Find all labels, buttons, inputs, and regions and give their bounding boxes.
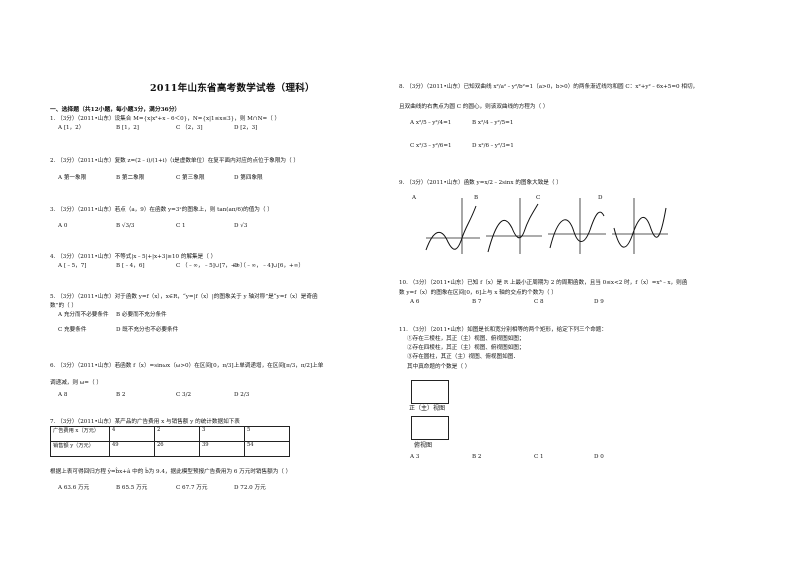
q4-option-d[interactable]: D （﹣∞，﹣4]∪[6，+∞） <box>234 263 305 269</box>
q11-option-a[interactable]: A 3 <box>410 454 420 460</box>
q5-option-c[interactable]: C 充要条件 <box>58 327 87 333</box>
front-view-label: 正（主）视图 <box>409 405 446 412</box>
q8-option-c[interactable]: C x²/3﹣y²/6=1 <box>410 143 452 149</box>
question-5-cont: 数”的（ ） <box>50 303 78 309</box>
q9-option-c[interactable]: C <box>536 195 541 201</box>
q11-statement-3: ③存在圆柱，其正（主）视图、俯视图如图． <box>407 354 519 360</box>
table-cell: 5 <box>244 426 290 442</box>
q11-option-c[interactable]: C 1 <box>534 454 544 460</box>
q10-option-c[interactable]: C 8 <box>534 299 544 305</box>
question-10: 10. （3分）（2011•山东）已知 f（x）是 R 上最小正周期为 2 的周… <box>399 280 688 286</box>
q11-statement-1: ①存在三棱柱，其正（主）视图、俯视图如图； <box>407 336 525 342</box>
q11-option-d[interactable]: D 0 <box>594 454 604 460</box>
q2-option-b[interactable]: B 第二象限 <box>116 175 145 181</box>
q9-graph-d <box>612 198 668 254</box>
q5-option-a[interactable]: A 充分而不必要条件 <box>58 312 109 318</box>
question-5: 5. （3分）（2011•山东）对于函数 y=f（x），x∈R，“y=|f（x）… <box>50 294 318 300</box>
q6-option-c[interactable]: C 3/2 <box>176 392 192 398</box>
q10-option-a[interactable]: A 6 <box>410 299 420 305</box>
q1-option-b[interactable]: B [1，2] <box>116 125 139 131</box>
question-1: 1. （3分）（2011•山东）设集合 M={x|x²+x﹣6＜0}，N={x|… <box>50 116 281 122</box>
q8-option-a[interactable]: A x²/5﹣y²/4=1 <box>410 120 452 126</box>
table-cell: 54 <box>244 441 290 457</box>
q8-option-d[interactable]: D x²/6﹣y²/3=1 <box>472 143 514 149</box>
q2-option-a[interactable]: A 第一象限 <box>58 175 87 181</box>
question-11: 11. （3分）（2011•山东）如图是长和宽分别相等的两个矩形，给定下列三个命… <box>399 327 607 333</box>
q9-option-b[interactable]: B <box>474 195 479 201</box>
table-row: 销售额 y（万元） 49 26 39 54 <box>50 441 290 457</box>
table-cell: 26 <box>154 441 200 457</box>
q6-option-b[interactable]: B 2 <box>116 392 126 398</box>
q1-option-c[interactable]: C （2，3] <box>176 125 203 131</box>
question-8-cont: 且双曲线的右焦点为圆 C 的圆心，则该双曲线的方程为（ ） <box>399 104 549 110</box>
question-6: 6. （3分）（2011•山东）若函数 f（x）=sinωx（ω>0）在区间[0… <box>50 363 324 369</box>
question-8: 8. （3分）（2011•山东）已知双曲线 x²/a²﹣y²/b²=1（a>0，… <box>399 84 699 90</box>
q7-option-a[interactable]: A 63.6 万元 <box>58 485 90 491</box>
question-4: 4. （3分）（2011•山东）不等式|x﹣5|+|x+3|≥10 的解集是（ … <box>50 254 217 260</box>
q3-option-b[interactable]: B √3/3 <box>116 223 135 229</box>
q9-option-d[interactable]: D <box>598 195 603 201</box>
top-view-rectangle <box>411 416 449 440</box>
q7-option-b[interactable]: B 65.5 万元 <box>116 485 148 491</box>
q9-option-a[interactable]: A <box>412 195 417 201</box>
q4-option-b[interactable]: B [﹣4，6] <box>116 263 145 269</box>
q6-option-d[interactable]: D 2/3 <box>234 392 250 398</box>
q9-graph-b <box>486 198 542 254</box>
q11-option-b[interactable]: B 2 <box>472 454 482 460</box>
q8-option-b[interactable]: B x²/4﹣y²/5=1 <box>472 120 514 126</box>
q7-option-c[interactable]: C 67.7 万元 <box>176 485 208 491</box>
q10-option-d[interactable]: D 9 <box>594 299 604 305</box>
front-view-rectangle <box>411 380 449 404</box>
q5-option-d[interactable]: D 既不充分也不必要条件 <box>116 327 179 333</box>
q3-option-d[interactable]: D √3 <box>234 223 248 229</box>
q3-option-a[interactable]: A 0 <box>58 223 68 229</box>
q7-option-d[interactable]: D 72.0 万元 <box>234 485 266 491</box>
question-6-cont: 调递减，则 ω=（ ） <box>50 380 102 386</box>
table-cell: 4 <box>109 426 155 442</box>
q2-option-c[interactable]: C 第三象限 <box>176 175 205 181</box>
ad-sales-table: 广告费用 x（万元） 4 2 3 5 销售额 y（万元） 49 26 39 54 <box>50 426 290 457</box>
question-10-cont: 数 y=f（x）的图象在区间[0，6]上与 x 轴的交点的个数为（ ） <box>399 290 557 296</box>
page-title: 2011年山东省高考数学试卷（理科） <box>150 83 315 94</box>
table-row: 广告费用 x（万元） 4 2 3 5 <box>50 426 290 442</box>
table-cell: 销售额 y（万元） <box>50 441 110 457</box>
q9-graphs <box>425 198 668 254</box>
q11-statement-2: ②存在四棱柱，其正（主）视图、俯视图如图； <box>407 345 525 351</box>
q2-option-d[interactable]: D 第四象限 <box>234 175 263 181</box>
q6-option-a[interactable]: A 8 <box>58 392 68 398</box>
q4-option-c[interactable]: C （﹣∞，﹣5]∪[7，+∞） <box>176 263 246 269</box>
q4-option-a[interactable]: A [﹣5，7] <box>58 263 87 269</box>
q10-option-b[interactable]: B 7 <box>472 299 482 305</box>
question-7-cont: 根据上表可得回归方程 ŷ=b̂x+â 中的 b̂为 9.4，据此模型预报广告费用… <box>50 469 292 475</box>
top-view-label: 俯视图 <box>414 442 433 449</box>
table-cell: 广告费用 x（万元） <box>50 426 110 442</box>
question-11-cont: 其中真命题的个数是（ ） <box>407 364 471 370</box>
q1-option-a[interactable]: A [1，2） <box>58 125 85 131</box>
q9-graph-a <box>425 198 480 254</box>
question-2: 2. （3分）（2011•山东）复数 z=(2﹣i)/(1+i)（i是虚数单位）… <box>50 158 299 164</box>
question-3: 3. （3分）（2011•山东）若点（a，9）在函数 y=3ˣ的图象上，则 ta… <box>50 207 273 213</box>
q9-graph-c <box>548 198 606 254</box>
table-cell: 3 <box>199 426 245 442</box>
table-cell: 2 <box>154 426 200 442</box>
question-9: 9. （3分）（2011•山东）函数 y=x/2﹣2sinx 的图象大致是（ ） <box>399 180 562 186</box>
q5-option-b[interactable]: B 必要而不充分条件 <box>116 312 167 318</box>
table-cell: 49 <box>109 441 155 457</box>
section-heading: 一、选择题（共12小题，每小题3分，满分36分） <box>50 107 181 113</box>
q3-option-c[interactable]: C 1 <box>176 223 186 229</box>
question-7: 7. （3分）（2011•山东）某产品的广告费用 x 与销售额 y 的统计数据如… <box>50 419 240 425</box>
q1-option-d[interactable]: D [2，3] <box>234 125 258 131</box>
table-cell: 39 <box>199 441 245 457</box>
